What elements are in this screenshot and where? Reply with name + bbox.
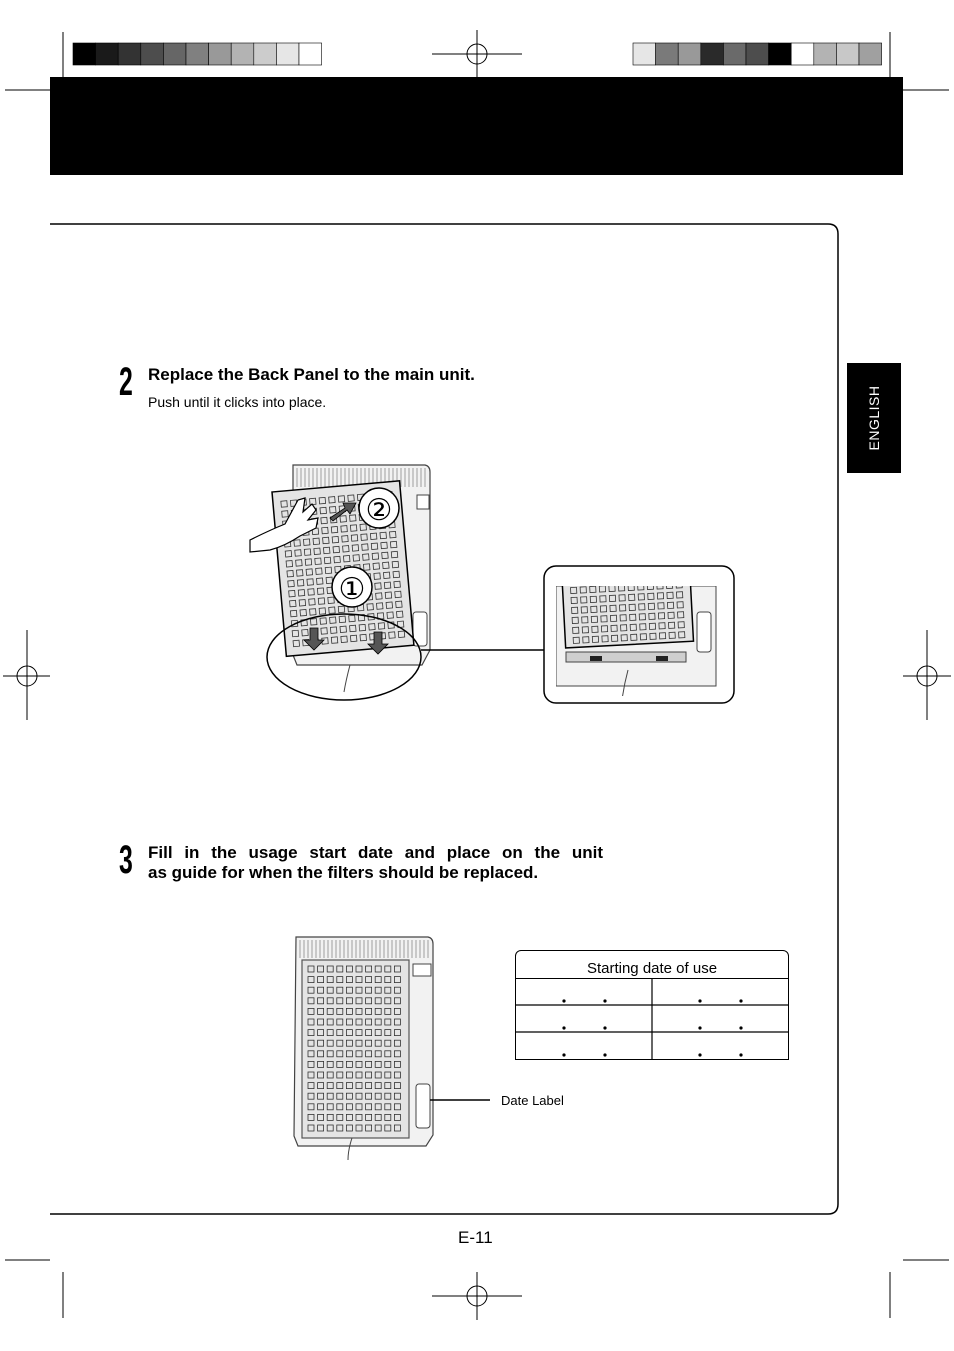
step-2-title: Replace the Back Panel to the main unit.: [148, 365, 475, 384]
callout-2-icon: [358, 487, 400, 529]
down-arrow-icon: [303, 627, 325, 651]
callout-1-label: ①: [339, 573, 366, 606]
step-2-number: 2: [119, 360, 133, 404]
step-3-title-line-2: as guide for when the filters should be …: [148, 863, 539, 882]
step-3-title-line-1: Fill in the usage start date and place o…: [148, 843, 603, 862]
color-registration-bar-right: [632, 42, 882, 66]
header-bar: [50, 77, 903, 175]
date-label-caption: Date Label: [501, 1093, 564, 1108]
hand-icon: [249, 497, 319, 553]
date-label-spot: [415, 1083, 431, 1129]
up-arrow-icon: [329, 502, 357, 522]
callout-2-label: ②: [366, 494, 393, 527]
callout-1-icon: [331, 566, 373, 608]
step-2-subtitle: Push until it clicks into place.: [148, 394, 327, 410]
step-3-number: 3: [119, 838, 133, 882]
page-number: E-11: [458, 1228, 493, 1247]
registration-swatch: [298, 42, 322, 66]
magnify-ellipse: [266, 613, 422, 701]
registration-swatch: [858, 42, 882, 66]
color-registration-bar-left: [72, 42, 322, 66]
language-tab: ENGLISH: [847, 363, 901, 473]
down-arrow-icon: [367, 631, 389, 655]
